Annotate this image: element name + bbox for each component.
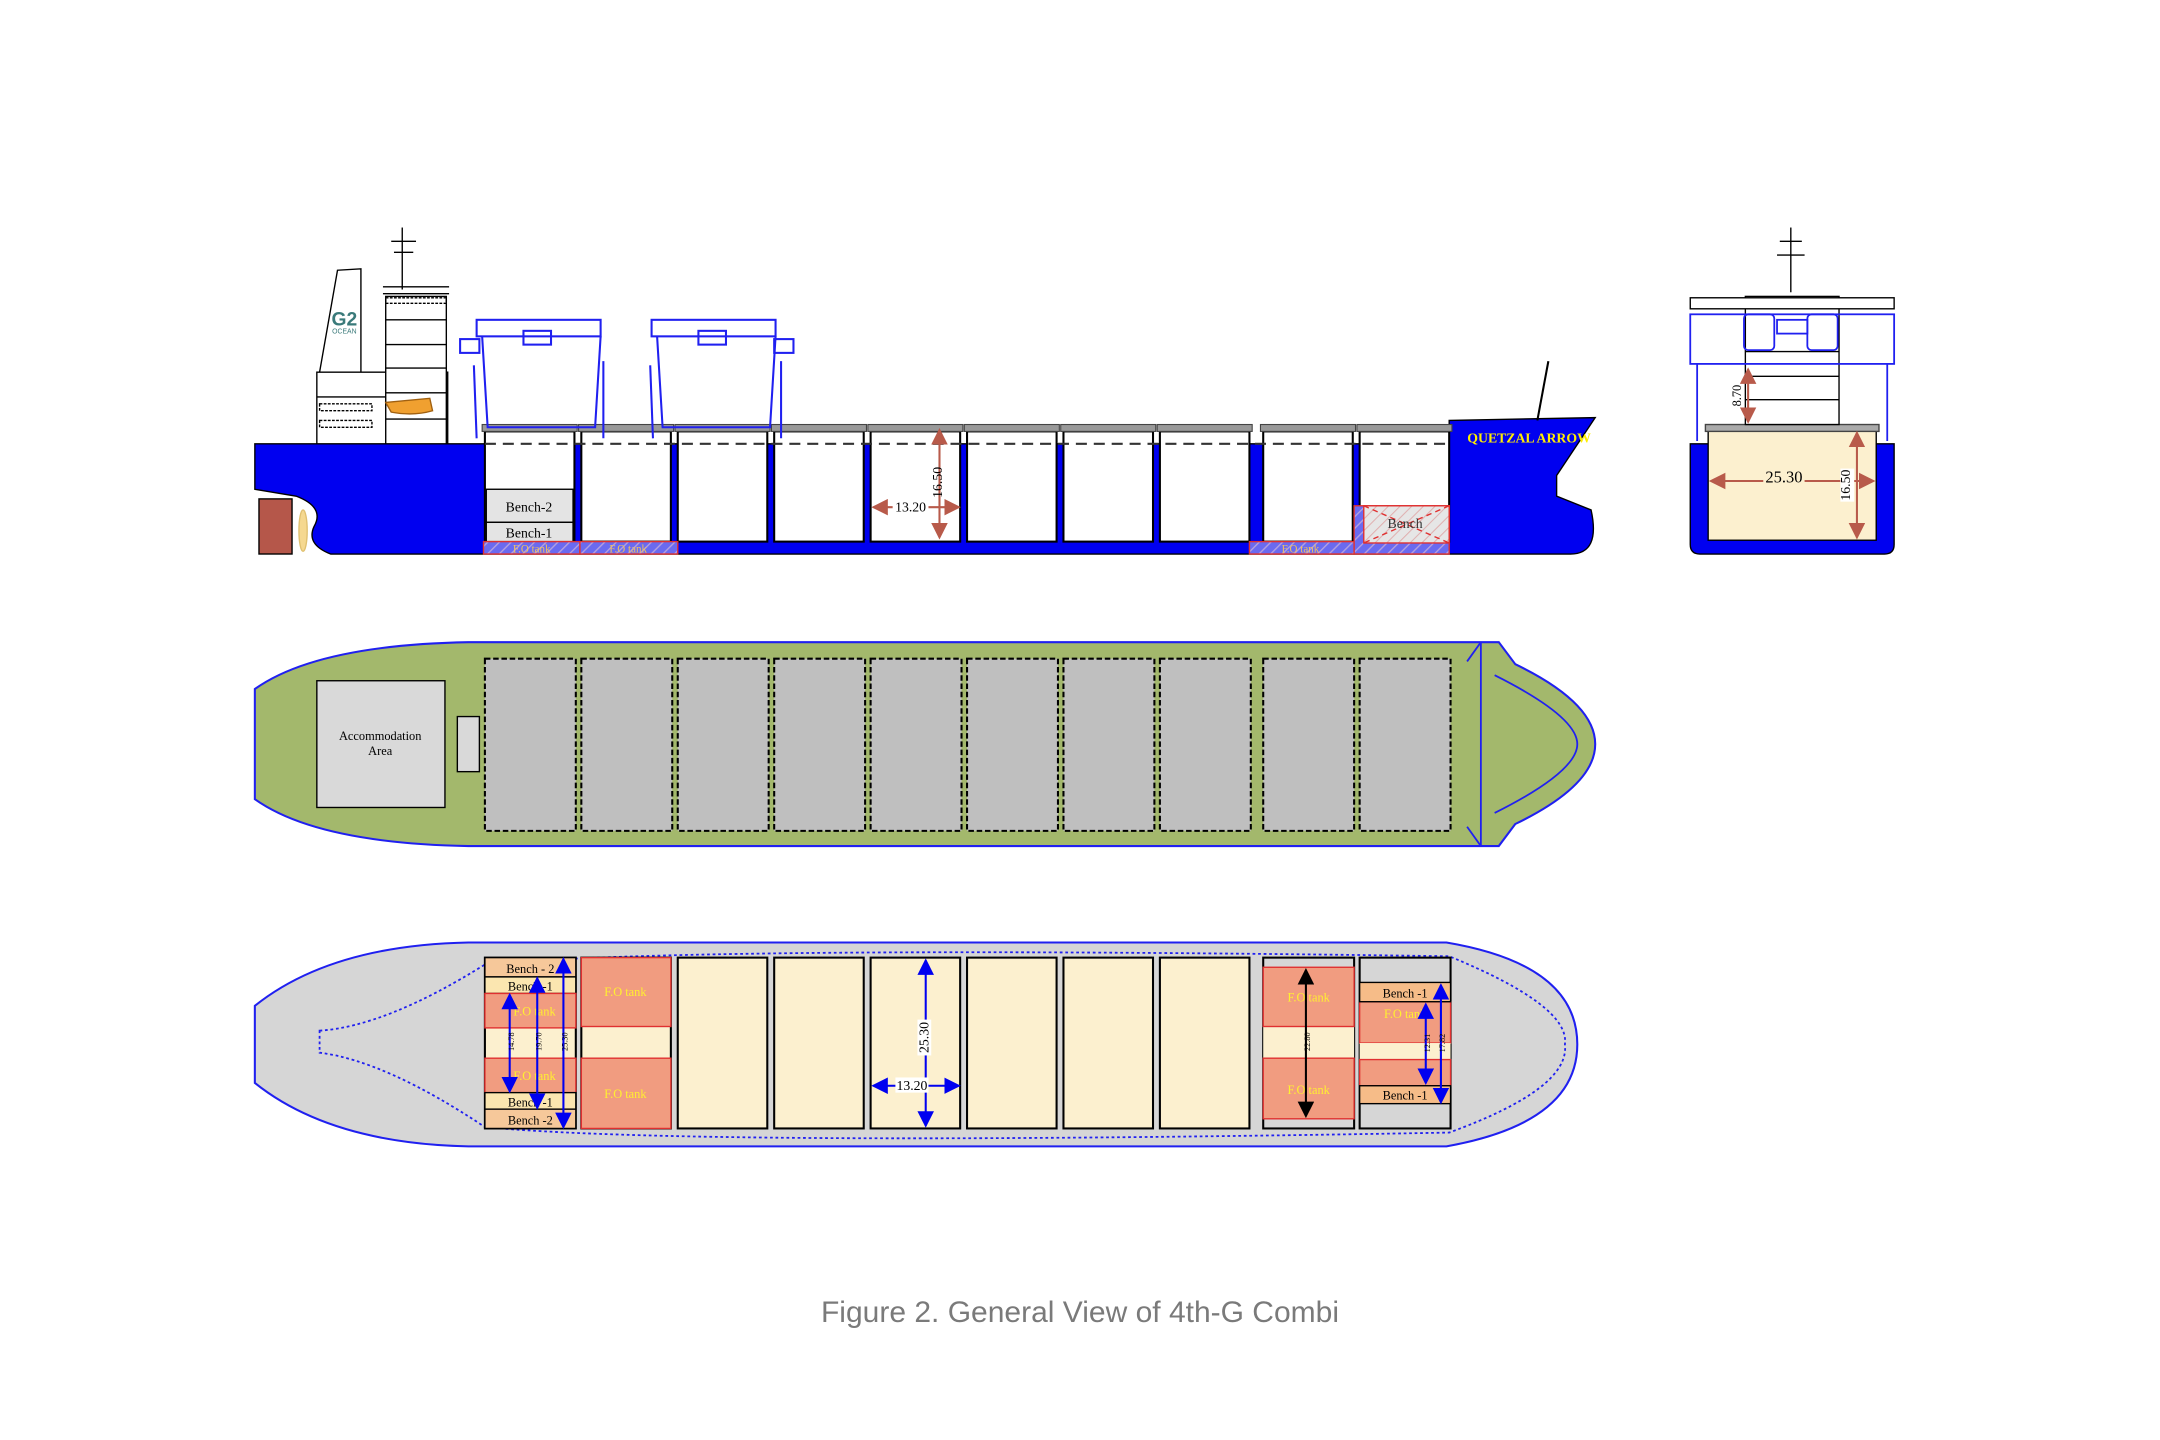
profile-hold [1158, 430, 1251, 543]
dim-section-width-label: 25.30 [1765, 467, 1802, 486]
accommodation-label: Accommodation [339, 729, 421, 743]
deck-hold-hatch [580, 657, 674, 832]
bridge-tower [385, 295, 448, 445]
section-view: 8.70 25.30 16.50 [1689, 227, 1896, 555]
profile-hold [676, 430, 769, 543]
fo-tank-label: F.O tank [513, 544, 551, 556]
rudder [258, 498, 293, 555]
fo-tank-label: F.O tank [604, 985, 647, 999]
ship-name: QUETZAL ARROW [1467, 430, 1591, 445]
bench-label: Bench -1 [1383, 987, 1428, 1001]
dim-fwd-1-label: 22.80 [1303, 1032, 1312, 1051]
bench-label: Bench -1 [508, 1095, 553, 1109]
dim-section-height-label: 16.50 [1838, 470, 1853, 501]
fo-tank-label: F.O tank [1288, 1083, 1331, 1097]
fo-tank [580, 956, 672, 1028]
dim-hold-height-label: 16.50 [930, 467, 945, 498]
bench-label: Bench -1 [508, 980, 553, 994]
profile-hold [966, 430, 1058, 543]
figure-caption: Figure 2. General View of 4th-G Combi [820, 1296, 1339, 1329]
deck-hold-hatch [966, 657, 1059, 832]
bench-1-fwd [1358, 981, 1452, 1003]
hatch-cover [1356, 423, 1453, 432]
propeller [298, 509, 308, 552]
hatch-cover [867, 423, 964, 432]
deck-plan-view: Accommodation Area [253, 641, 1597, 848]
cargo-hold [869, 956, 962, 1130]
hatch-cover [1060, 423, 1157, 432]
bench-label: Bench -1 [1383, 1089, 1428, 1103]
hatch-cover [1156, 423, 1253, 432]
dim-b-label: 19.70 [534, 1032, 543, 1051]
dim-hold-width-label: 13.20 [896, 1078, 927, 1093]
bench-label: Bench - 2 [506, 962, 554, 976]
deck-hold-hatch [1158, 657, 1252, 832]
cargo-hold [773, 956, 865, 1130]
dim-fwd-3-label: 17.82 [1438, 1034, 1447, 1053]
profile-hold [1062, 430, 1155, 543]
bench-fwd-label: Bench [1388, 516, 1423, 531]
deck-hold-hatch [773, 657, 867, 832]
fo-tank-aft-2 [579, 540, 679, 555]
fore-mast [1536, 360, 1550, 421]
dim-c-label: 25.30 [561, 1032, 570, 1051]
section-superstructure [1744, 295, 1840, 426]
crane-1 [459, 318, 605, 439]
fo-tank-label: F.O tank [609, 544, 647, 556]
hatch-small [456, 715, 481, 773]
ocean-logo: OCEAN [332, 329, 356, 336]
dim-hold-length-label: 25.30 [916, 1022, 931, 1053]
profile-hold [580, 430, 672, 543]
dim-fwd-2-label: 12.31 [1423, 1034, 1432, 1053]
fo-tank-label: F.O tank [513, 1069, 556, 1083]
dim-hold-width-label: 13.20 [895, 499, 926, 514]
fo-tank-label: F.O tank [604, 1087, 647, 1101]
dim-a-label: 14.78 [507, 1032, 516, 1051]
fo-tank [580, 1057, 672, 1130]
bench-2-block [485, 488, 574, 524]
accommodation-area [316, 680, 446, 809]
tank-plan-view: Bench - 2 Bench -1 F.O tank F.O tank Ben… [253, 941, 1579, 1148]
profile-hold [773, 430, 865, 543]
cargo-hold [1062, 956, 1155, 1130]
bench-1-label: Bench-1 [506, 525, 553, 540]
deck-hold-hatch [483, 657, 577, 832]
fo-tank-label: F.O tank [1384, 1007, 1427, 1021]
bench-2-label: Bench-2 [506, 499, 553, 514]
fo-tank [1358, 1058, 1452, 1087]
cargo-hold [676, 956, 769, 1130]
profile-hold [869, 430, 962, 543]
cargo-hold [1158, 956, 1251, 1130]
hatch-cover [770, 423, 868, 432]
hatch-cover [963, 423, 1060, 432]
deck-hold-hatch [1358, 657, 1452, 832]
bench-1-fwd-b [1358, 1085, 1452, 1105]
fo-tank-label: F.O tank [513, 1004, 556, 1018]
profile-hold [1262, 430, 1354, 543]
hatch-cover [1259, 423, 1357, 432]
deck-hold-hatch [676, 657, 770, 832]
profile-view: Bench-2 Bench-1 F.O tank F.O tank F.O ta… [254, 227, 1597, 556]
cargo-hold [966, 956, 1058, 1130]
accommodation-label-2: Area [368, 744, 393, 758]
g2-logo: G2 [332, 309, 358, 330]
fo-tank-label: F.O tank [1288, 991, 1331, 1005]
fo-tank-label: F.O tank [1282, 544, 1320, 556]
lifeboat [384, 397, 434, 415]
deck-hold-hatch [1262, 657, 1356, 832]
deck-hold-hatch [1062, 657, 1156, 832]
bench-label: Bench -2 [508, 1113, 553, 1127]
deck-hold-hatch [869, 657, 963, 832]
crane-2 [649, 318, 795, 439]
dim-air-draft-label: 8.70 [1730, 385, 1744, 407]
